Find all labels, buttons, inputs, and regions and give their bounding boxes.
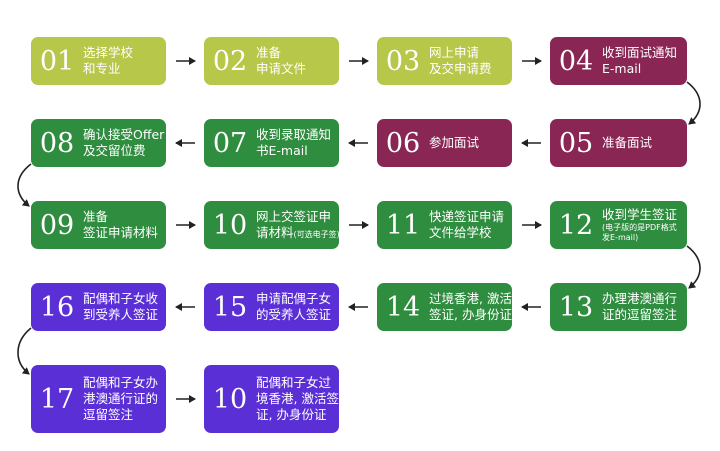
step-number: 14: [385, 291, 421, 323]
step-text: 选择学校: [83, 45, 134, 60]
step-text: 准备: [256, 45, 282, 60]
step-11: 11 快递签证申请 文件给学校: [377, 201, 512, 249]
step-number: 10: [212, 209, 248, 241]
step-text: 配偶和子女过: [256, 375, 332, 390]
step-text: 到受养人签证: [83, 307, 159, 322]
step-04: 04 收到面试通知 E-mail: [550, 37, 687, 85]
step-number: 07: [212, 127, 248, 159]
step-number: 06: [385, 127, 421, 159]
step-text: 收到面试通知: [602, 45, 678, 60]
step-number: 13: [558, 291, 594, 323]
step-text: 签证, 办身份证: [429, 307, 512, 322]
step-text: 证, 办身份证: [256, 407, 327, 422]
step-text: 和专业: [83, 61, 121, 76]
step-note: (可选电子签): [293, 230, 340, 239]
step-number: 15: [212, 291, 248, 323]
step-number: 10: [212, 383, 248, 415]
step-text: 准备: [83, 209, 109, 224]
curved-arrow-icon: [686, 81, 701, 125]
step-number: 09: [39, 209, 75, 241]
step-06: 06 参加面试: [377, 119, 512, 167]
step-text: 文件给学校: [429, 225, 492, 240]
step-01: 01 选择学校 和专业: [31, 37, 166, 85]
step-text: 收到录取通知: [256, 127, 332, 142]
step-text: 书E-mail: [256, 143, 308, 158]
step-number: 01: [39, 45, 75, 77]
step-15: 15 申请配偶子女 的受养人签证: [204, 283, 339, 331]
step-note: 发E-mail): [602, 233, 639, 242]
step-text: 过境香港, 激活: [429, 291, 512, 306]
step-number: 08: [39, 127, 75, 159]
step-text: 证的逗留签注: [602, 307, 678, 322]
step-text: 准备面试: [602, 135, 653, 150]
step-text: 收到学生签证: [602, 207, 678, 222]
step-09: 09 准备 签证申请材料: [31, 201, 166, 249]
step-08: 08 确认接受Offer 及交留位费: [31, 119, 166, 167]
step-13: 13 办理港澳通行 证的逗留签注: [550, 283, 687, 331]
step-text: 配偶和子女办: [83, 375, 159, 390]
step-text: 参加面试: [429, 135, 480, 150]
step-07: 07 收到录取通知 书E-mail: [204, 119, 339, 167]
step-text: 港澳通行证的: [83, 391, 159, 406]
step-14: 14 过境香港, 激活 签证, 办身份证: [377, 283, 512, 331]
step-10: 10 网上交签证申 请材料(可选电子签): [204, 201, 340, 249]
step-text: 办理港澳通行: [602, 291, 678, 306]
step-text: 及交留位费: [83, 143, 146, 158]
step-text: 的受养人签证: [256, 307, 332, 322]
step-text: 逗留签注: [83, 407, 134, 422]
step-number: 16: [39, 291, 75, 323]
step-number: 11: [385, 209, 421, 241]
step-text: 申请文件: [256, 61, 307, 76]
step-number: 04: [558, 45, 594, 77]
step-text: 网上申请: [429, 45, 480, 60]
step-text: E-mail: [602, 61, 642, 76]
curved-arrow-icon: [17, 327, 32, 375]
step-text: 签证申请材料: [83, 225, 159, 240]
step-text: 网上交签证申: [256, 209, 332, 224]
step-17: 17 配偶和子女办 港澳通行证的 逗留签注: [31, 365, 166, 433]
step-text: 快递签证申请: [429, 209, 505, 224]
curved-arrow-icon: [17, 163, 32, 207]
step-text: 申请配偶子女: [256, 291, 332, 306]
step-text: 及交申请费: [429, 61, 492, 76]
step-03: 03 网上申请 及交申请费: [377, 37, 512, 85]
step-number: 12: [558, 209, 594, 241]
step-text: 配偶和子女收: [83, 291, 159, 306]
step-note: (电子版的是PDF格式: [602, 223, 677, 232]
step-number: 02: [212, 45, 248, 77]
curved-arrow-icon: [686, 245, 701, 289]
step-05: 05 准备面试: [550, 119, 687, 167]
step-text: 境香港, 激活签: [256, 391, 339, 406]
step-02: 02 准备 申请文件: [204, 37, 339, 85]
step-18: 10 配偶和子女过 境香港, 激活签 证, 办身份证: [204, 365, 339, 433]
step-text: 请材料: [256, 225, 294, 240]
step-number: 17: [39, 383, 75, 415]
step-16: 16 配偶和子女收 到受养人签证: [31, 283, 166, 331]
step-number: 05: [558, 127, 594, 159]
step-12: 12 收到学生签证 (电子版的是PDF格式 发E-mail): [550, 201, 687, 249]
step-number: 03: [385, 45, 421, 77]
step-text: 确认接受Offer: [83, 127, 165, 142]
